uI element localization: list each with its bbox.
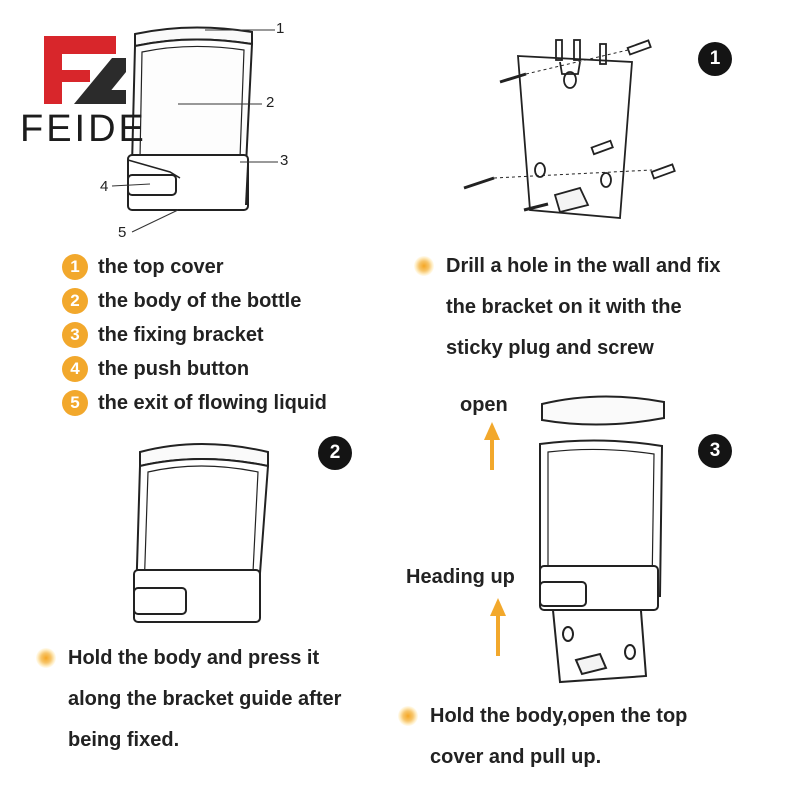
instruction-line: Drill a hole in the wall and fix	[446, 255, 721, 277]
step-3-badge: 3	[698, 434, 732, 468]
parts-legend: 1 the top cover 2 the body of the bottle…	[62, 250, 327, 420]
bracket-screws-drawing	[463, 39, 676, 219]
part-number-badge: 5	[62, 390, 88, 416]
instruction-line: Hold the body and press it	[68, 647, 320, 669]
callout-3: 3	[280, 152, 289, 169]
callout-4: 4	[100, 178, 109, 195]
dispenser-parts-drawing	[127, 26, 254, 211]
instruction-line: cover and pull up.	[430, 746, 602, 768]
instruction-line: sticky plug and screw	[446, 337, 654, 359]
fz-logo-icon	[44, 36, 126, 104]
step-2-badge: 2	[318, 436, 352, 470]
part-label: the push button	[98, 357, 250, 380]
part-number-badge: 3	[62, 322, 88, 348]
part-row: 1 the top cover	[62, 250, 327, 284]
part-label: the top cover	[98, 255, 224, 278]
instruction-line: along the bracket guide after	[68, 688, 342, 710]
leader-lines	[111, 29, 278, 233]
bullet-glow-icon	[398, 706, 418, 726]
heading-up-label: Heading up	[406, 566, 515, 588]
callout-2: 2	[266, 94, 275, 111]
step-1-instructions: Drill a hole in the wall and fix the bra…	[446, 246, 721, 369]
callout-1: 1	[276, 20, 285, 37]
open-label: open	[460, 394, 508, 416]
step-2-instructions: Hold the body and press it along the bra…	[68, 638, 341, 761]
part-number-badge: 1	[62, 254, 88, 280]
instruction-line: the bracket on it with the	[446, 296, 682, 318]
step-1-badge: 1	[698, 42, 732, 76]
bullet-glow-icon	[36, 648, 56, 668]
part-row: 3 the fixing bracket	[62, 318, 327, 352]
part-row: 4 the push button	[62, 352, 327, 386]
part-row: 5 the exit of flowing liquid	[62, 386, 327, 420]
part-label: the fixing bracket	[98, 323, 264, 346]
callout-5: 5	[118, 224, 127, 241]
part-label: the body of the bottle	[98, 289, 302, 312]
dispenser-body-drawing	[133, 443, 270, 623]
part-row: 2 the body of the bottle	[62, 284, 327, 318]
part-label: the exit of flowing liquid	[98, 391, 327, 414]
instruction-line: being fixed.	[68, 729, 180, 751]
bullet-glow-icon	[414, 256, 434, 276]
dispenser-open-drawing	[539, 395, 665, 684]
up-arrows	[484, 422, 506, 656]
part-number-badge: 2	[62, 288, 88, 314]
part-number-badge: 4	[62, 356, 88, 382]
step-3-instructions: Hold the body,open the top cover and pul…	[430, 696, 687, 778]
brand-name: FEIDE	[20, 108, 147, 150]
instruction-line: Hold the body,open the top	[430, 705, 688, 727]
